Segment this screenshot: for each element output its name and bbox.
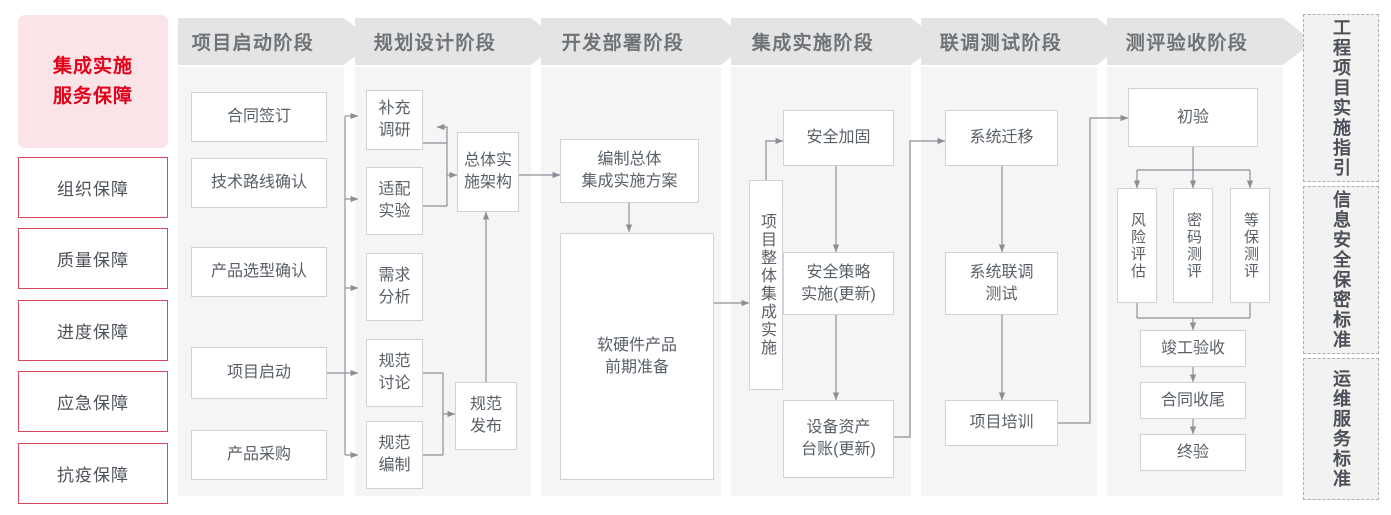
node-final-acceptance[interactable]: 终验	[1140, 434, 1246, 471]
node-spec-discussion-l2: 讨论	[378, 375, 411, 392]
node-overall-impl-architecture-l1: 总体实	[463, 152, 512, 169]
node-compile-overall-integration-plan-l1: 编制总体	[597, 151, 662, 168]
standard-engineering-guideline-label: 工程项目实施指引	[1331, 18, 1351, 178]
standard-infosec-confidentiality-label: 信息安全保密标准	[1331, 190, 1351, 350]
node-spec-drafting-l1: 规范	[378, 435, 411, 452]
phase-header-development[interactable]: 开发部署阶段	[541, 18, 721, 65]
phase-header-integration-label: 集成实施阶段	[751, 33, 875, 54]
node-hw-sw-preparation-l1: 软硬件产品	[596, 336, 677, 354]
node-requirement-analysis-l2: 分析	[378, 289, 411, 306]
standard-infosec-confidentiality[interactable]: 信息安全保密标准	[1303, 186, 1379, 354]
node-project-kickoff[interactable]: 项目启动	[191, 347, 327, 399]
sidebar-item-epidemic[interactable]: 抗疫保障	[18, 443, 168, 504]
phase-header-evaluation-label: 测评验收阶段	[1125, 33, 1249, 54]
phase-header-development-label: 开发部署阶段	[561, 33, 685, 54]
phase-header-startup-label: 项目启动阶段	[191, 33, 315, 54]
node-security-hardening[interactable]: 安全加固	[783, 110, 894, 166]
sidebar: 集成实施服务保障 组织保障 质量保障 进度保障 应急保障 抗疫保障	[18, 15, 168, 504]
node-completion-acceptance[interactable]: 竣工验收	[1140, 330, 1246, 367]
node-preliminary-acceptance[interactable]: 初验	[1128, 88, 1258, 147]
node-risk-assessment[interactable]: 风险评估	[1117, 188, 1157, 303]
node-security-policy-impl-l1: 安全策略	[806, 263, 871, 281]
node-system-joint-test[interactable]: 系统联调测试	[945, 252, 1058, 315]
node-asset-ledger-l2: 台账(更新)	[801, 441, 876, 458]
sidebar-item-schedule[interactable]: 进度保障	[18, 300, 168, 361]
node-spec-release-l1: 规范	[469, 396, 502, 413]
node-contract-closeout[interactable]: 合同收尾	[1140, 382, 1246, 419]
node-project-overall-integration[interactable]: 项目整体集成实施	[749, 180, 783, 390]
node-spec-discussion-l1: 规范	[378, 353, 411, 370]
node-overall-impl-architecture-l2: 施架构	[463, 174, 512, 191]
node-adaptation-experiment-l2: 实验	[378, 203, 411, 220]
node-system-joint-test-l2: 测试	[985, 285, 1018, 303]
node-asset-ledger-l1: 设备资产	[806, 419, 871, 436]
standard-ops-service[interactable]: 运维服务标准	[1303, 358, 1379, 500]
node-adaptation-experiment-l1: 适配	[378, 181, 411, 198]
node-spec-release-l2: 发布	[469, 418, 502, 435]
node-tech-route-confirm[interactable]: 技术路线确认	[191, 158, 327, 208]
node-mlps-evaluation[interactable]: 等保测评	[1230, 188, 1270, 303]
node-system-joint-test-l1: 系统联调	[969, 263, 1034, 281]
sidebar-title-card: 集成实施服务保障	[18, 15, 168, 148]
phase-header-evaluation[interactable]: 测评验收阶段	[1107, 18, 1283, 65]
node-supplementary-research-l2: 调研	[378, 122, 411, 139]
phase-header-startup[interactable]: 项目启动阶段	[178, 18, 344, 65]
node-security-policy-impl[interactable]: 安全策略实施(更新)	[783, 252, 894, 315]
standard-ops-service-label: 运维服务标准	[1331, 369, 1351, 489]
node-project-training[interactable]: 项目培训	[945, 400, 1058, 446]
node-supplementary-research-l1: 补充	[378, 100, 411, 117]
node-requirement-analysis[interactable]: 需求分析	[366, 253, 423, 321]
node-spec-discussion[interactable]: 规范讨论	[366, 339, 423, 407]
node-requirement-analysis-l1: 需求	[378, 267, 411, 284]
phase-header-planning-label: 规划设计阶段	[373, 33, 497, 54]
node-system-migration[interactable]: 系统迁移	[945, 110, 1058, 166]
phase-header-joint-test-label: 联调测试阶段	[939, 33, 1063, 54]
sidebar-item-organization[interactable]: 组织保障	[18, 157, 168, 218]
node-compile-overall-integration-plan[interactable]: 编制总体集成实施方案	[560, 139, 699, 203]
node-hw-sw-preparation-l2: 前期准备	[604, 358, 669, 376]
sidebar-item-emergency[interactable]: 应急保障	[18, 371, 168, 432]
node-asset-ledger[interactable]: 设备资产台账(更新)	[783, 400, 894, 478]
node-overall-impl-architecture[interactable]: 总体实施架构	[457, 132, 519, 212]
phase-header-integration[interactable]: 集成实施阶段	[731, 18, 911, 65]
phase-header-planning[interactable]: 规划设计阶段	[355, 18, 531, 65]
node-compile-overall-integration-plan-l2: 集成实施方案	[581, 173, 678, 190]
node-security-policy-impl-l2: 实施(更新)	[801, 285, 876, 303]
node-crypto-evaluation[interactable]: 密码测评	[1173, 188, 1213, 303]
node-spec-drafting-l2: 编制	[378, 457, 411, 474]
node-hw-sw-preparation[interactable]: 软硬件产品前期准备	[560, 233, 714, 480]
node-spec-drafting[interactable]: 规范编制	[366, 421, 423, 489]
node-product-selection-confirm[interactable]: 产品选型确认	[191, 247, 327, 297]
sidebar-title-line1: 集成实施	[52, 55, 133, 77]
standard-engineering-guideline[interactable]: 工程项目实施指引	[1303, 14, 1379, 182]
sidebar-title-line2: 服务保障	[52, 85, 133, 107]
node-spec-release[interactable]: 规范发布	[455, 382, 517, 450]
node-contract-signing[interactable]: 合同签订	[191, 92, 327, 142]
sidebar-title-text: 集成实施服务保障	[53, 52, 133, 112]
node-product-procurement[interactable]: 产品采购	[191, 430, 327, 480]
phase-header-joint-test[interactable]: 联调测试阶段	[921, 18, 1097, 65]
node-adaptation-experiment[interactable]: 适配实验	[366, 167, 423, 235]
sidebar-item-quality[interactable]: 质量保障	[18, 228, 168, 289]
node-supplementary-research[interactable]: 补充调研	[366, 90, 423, 150]
